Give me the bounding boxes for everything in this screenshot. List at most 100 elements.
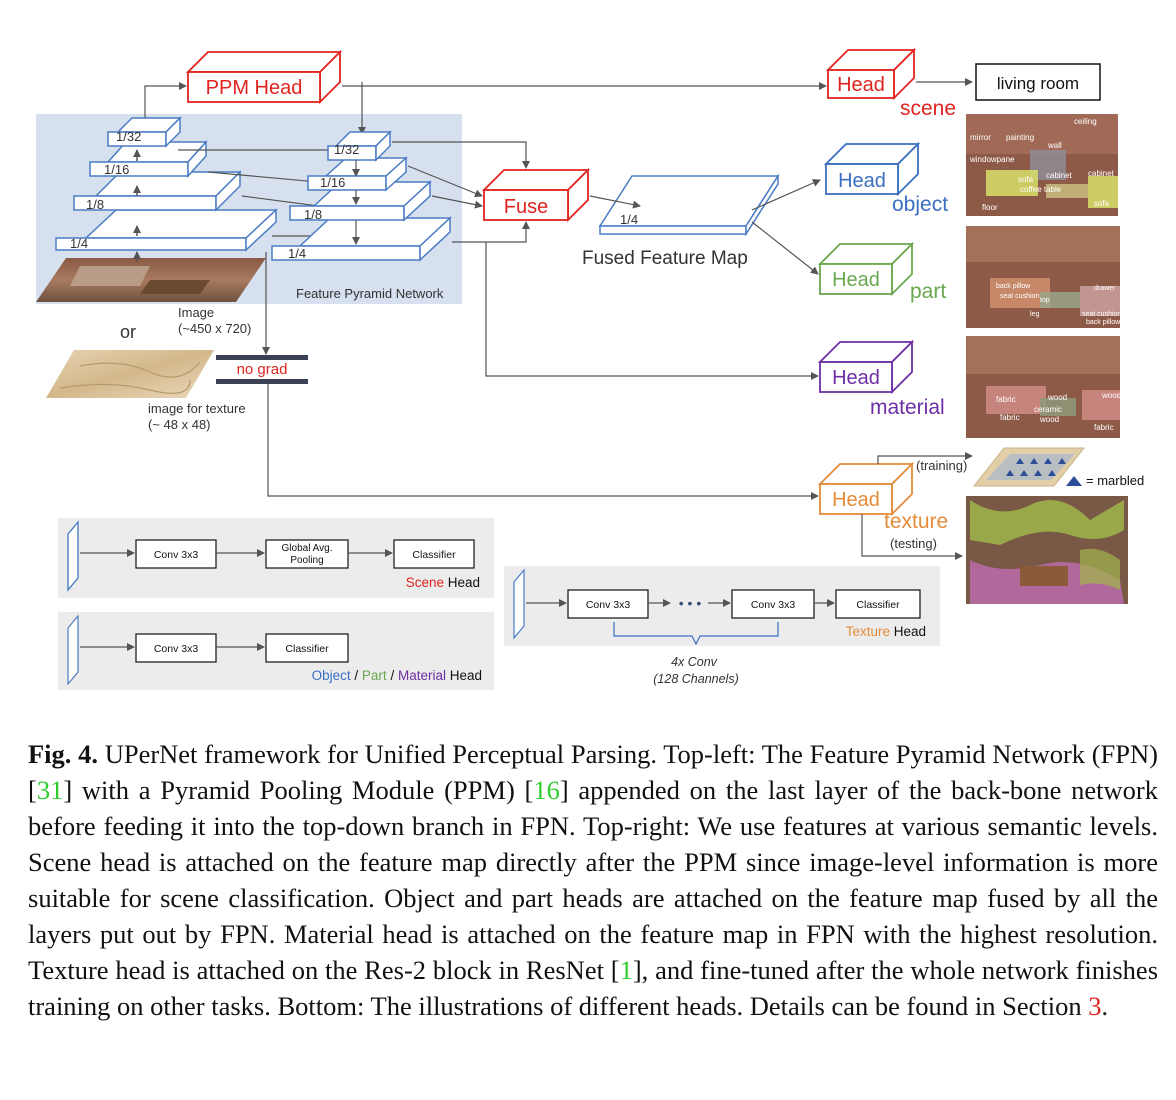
object-tag: painting	[1006, 133, 1034, 142]
part-tag: back pillow	[1086, 319, 1121, 326]
part-name: part	[910, 280, 946, 303]
part-tag: seat cushion	[1000, 293, 1039, 300]
fpn-to-fuse-arrow	[392, 141, 530, 169]
texture-image-label: image for texture	[148, 401, 246, 416]
object-output-image: mirror painting ceiling wall windowpane …	[966, 114, 1118, 216]
figure-caption: Fig. 4. UPerNet framework for Unified Pe…	[28, 736, 1158, 1024]
backbone-level-label: 1/32	[116, 129, 141, 144]
testing-label: (testing)	[890, 536, 937, 551]
no-grad-label: no grad	[237, 361, 288, 378]
scene-head-label: Head	[837, 74, 885, 96]
marbled-label: = marbled	[1086, 473, 1144, 488]
scene-head-diagram: Conv 3x3 Global Avg.Pooling Classifier S…	[58, 518, 494, 598]
backbone-level-label: 1/8	[86, 197, 104, 212]
citation-link[interactable]: 16	[533, 775, 560, 805]
object-tag: coffee table	[1020, 185, 1062, 194]
input-image	[36, 258, 266, 302]
no-grad-bar-bottom	[216, 379, 308, 384]
texture-head-diagram: Conv 3x3 • • • Conv 3x3 Classifier Textu…	[504, 566, 940, 646]
texture-head-title: Texture Head	[846, 624, 926, 639]
texture-input-image	[46, 350, 214, 398]
material-tag: wood	[1047, 393, 1067, 402]
object-tag: mirror	[970, 133, 991, 142]
texture-conv-label: Conv 3x3	[586, 599, 631, 611]
texture-brace	[613, 622, 779, 646]
material-output-image: fabric wood ceramic wood wood fabric fab…	[966, 336, 1121, 438]
texture-dots: • • •	[679, 595, 702, 611]
scene-classifier-block	[393, 539, 475, 569]
fpn-slab: 1/4	[271, 216, 452, 262]
caption-text: ], and fine-tuned after the whole networ…	[28, 955, 1159, 1021]
texture-output-image	[966, 496, 1128, 604]
scene-conv-block	[135, 539, 217, 569]
texture-conv-block	[567, 589, 649, 619]
ppm-head-label: PPM Head	[206, 77, 303, 99]
caption-text: .	[1101, 991, 1109, 1021]
citation-link[interactable]: 31	[36, 775, 64, 805]
scene-pool-block	[265, 539, 349, 569]
opm-conv-block	[135, 633, 217, 663]
material-tag: ceramic	[1034, 405, 1062, 414]
fuse-box: Fuse	[481, 167, 591, 223]
training-arrow	[877, 452, 973, 464]
opm-conv-label: Conv 3x3	[154, 643, 199, 655]
object-tag: windowpane	[969, 155, 1015, 164]
scene-head-box: Head	[825, 47, 917, 101]
object-head-label: Head	[838, 170, 886, 192]
training-label: (training)	[916, 458, 967, 473]
opm-classifier-block	[265, 633, 349, 663]
part-tag: seat cushion	[1082, 311, 1121, 318]
map-to-part-arrow	[751, 221, 819, 275]
fpn-level-label: 1/8	[304, 207, 322, 222]
texture-conv-block	[731, 589, 815, 619]
backbone-slab: 1/16	[89, 140, 208, 178]
citation-link[interactable]: 1	[619, 955, 633, 985]
image-size-label: (~450 x 720)	[178, 321, 251, 336]
object-tag: cabinet	[1088, 169, 1115, 178]
object-tag: ceiling	[1074, 117, 1097, 126]
object-tag: floor	[982, 203, 998, 212]
scene-conv-label: Conv 3x3	[154, 549, 199, 561]
texture-classifier-label: Classifier	[856, 599, 900, 611]
object-tag: sofa	[1094, 199, 1110, 208]
part-tag: back pillow	[996, 283, 1031, 290]
material-tag: wood	[1101, 391, 1121, 400]
fpn-to-material-arrow	[485, 242, 819, 380]
ppm-head-box: PPM Head	[185, 49, 343, 105]
fpn-level-label: 1/4	[288, 246, 306, 261]
texture-name: texture	[884, 510, 948, 533]
scene-output-box	[975, 63, 1101, 101]
fused-feature-map: 1/4	[598, 173, 780, 237]
material-tag: wood	[1039, 415, 1059, 424]
material-head-box: Head	[817, 339, 915, 395]
object-head-box: Head	[823, 141, 921, 197]
fuse-to-map-arrow	[589, 195, 641, 209]
fpn-to-fuse-arrow	[431, 195, 483, 209]
texture-head-label: Head	[832, 489, 880, 511]
testing-arrow	[861, 514, 963, 560]
section-link[interactable]: 3	[1088, 991, 1102, 1021]
fpn-slab: 1/32	[327, 130, 392, 162]
backbone-slab: 1/32	[107, 116, 182, 148]
material-tag: fabric	[1094, 423, 1114, 432]
nograd-to-texture-arrow	[267, 384, 819, 500]
backbone-slab: 1/8	[73, 170, 242, 212]
fpn-label: Feature Pyramid Network	[296, 286, 444, 301]
fuse-label: Fuse	[504, 196, 548, 218]
opm-head-title: Object / Part / Material Head	[312, 668, 482, 683]
backbone-level-label: 1/16	[104, 162, 129, 177]
backbone-to-ppm-arrow	[144, 82, 187, 118]
object-tag: sofa	[1018, 175, 1034, 184]
upernet-diagram: Feature Pyramid Network 1/4 1/8 1/16	[36, 47, 1144, 690]
texture-head-box: Head	[817, 461, 915, 517]
fpn-level-label: 1/16	[320, 175, 345, 190]
material-name: material	[870, 396, 945, 419]
scene-name: scene	[900, 97, 956, 120]
texture-image-size: (~ 48 x 48)	[148, 417, 211, 432]
texture-classifier-block	[835, 589, 921, 619]
part-output-image: back pillow seat cushion leg drawer seat…	[966, 226, 1121, 328]
texture-conv-label: Conv 3x3	[751, 599, 796, 611]
material-head-label: Head	[832, 367, 880, 389]
material-tag: fabric	[1000, 413, 1020, 422]
part-head-box: Head	[817, 241, 915, 297]
